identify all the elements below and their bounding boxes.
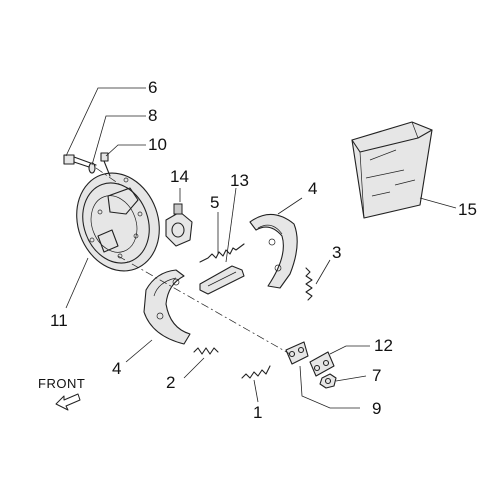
assembly-axis-lines — [95, 167, 291, 355]
callout-4-lower: 4 — [112, 359, 121, 378]
callout-2: 2 — [166, 373, 175, 392]
callout-labels: 6 8 10 14 13 5 4 3 15 11 4 2 1 9 12 7 — [50, 78, 477, 422]
callout-14: 14 — [170, 167, 189, 186]
callout-15: 15 — [458, 200, 477, 219]
callout-6: 6 — [148, 78, 157, 97]
part-2-spring — [193, 347, 219, 355]
callout-9: 9 — [372, 399, 381, 418]
callout-12: 12 — [374, 336, 393, 355]
arrow-front-icon — [55, 393, 81, 411]
part-10-screw — [100, 152, 111, 177]
callout-3: 3 — [332, 243, 341, 262]
callout-11: 11 — [50, 311, 68, 330]
callout-8: 8 — [148, 106, 157, 125]
part-7-nut — [319, 373, 337, 389]
part-13-adjuster-strut — [199, 265, 245, 295]
part-8-washer — [88, 162, 96, 174]
part-4-brake-shoe-upper — [249, 213, 298, 289]
part-5-spring — [199, 243, 245, 263]
part-9-plate — [285, 341, 309, 365]
part-15-parts-bag — [351, 121, 433, 219]
callout-10: 10 — [148, 135, 167, 154]
part-11-backing-plate — [76, 172, 160, 272]
callout-5: 5 — [210, 193, 219, 212]
part-3-spring — [305, 267, 313, 301]
callout-1: 1 — [253, 403, 262, 422]
leader-lines — [65, 87, 457, 409]
callout-13: 13 — [230, 171, 249, 190]
front-indicator: FRONT — [38, 376, 85, 411]
front-label: FRONT — [38, 376, 85, 391]
part-1-spring — [241, 365, 271, 379]
callout-7: 7 — [372, 366, 381, 385]
callout-4-upper: 4 — [308, 179, 317, 198]
part-4-brake-shoe-lower — [143, 269, 191, 345]
part-14-wheel-cylinder — [165, 203, 193, 247]
part-12-plate — [309, 351, 335, 377]
